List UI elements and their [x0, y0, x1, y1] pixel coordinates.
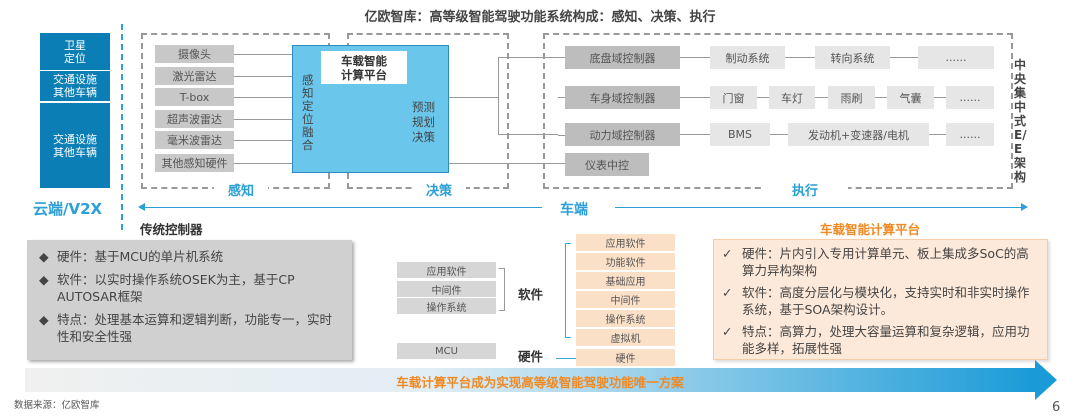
domain-controller: 底盘域控制器 — [565, 46, 680, 69]
platform-title: 车载智能 计算平台 — [321, 51, 407, 84]
page-title: 亿欧智库：高等级智能驾驶功能系统构成：感知、决策、执行 — [364, 10, 716, 25]
connector — [234, 97, 292, 98]
divider — [121, 24, 123, 230]
execution-item: 制动系统 — [710, 46, 785, 69]
diamond-icon: ◆ — [39, 272, 49, 287]
connector — [680, 57, 710, 58]
sensor-box: 毫米波雷达 — [155, 131, 234, 149]
check-icon: ✓ — [722, 246, 733, 261]
v2x-satellite: 卫星 定位 — [40, 33, 110, 70]
right-stack-layer: 虚拟机 — [576, 329, 675, 346]
right-stack-layer: 应用软件 — [576, 234, 675, 251]
execution-item: ...... — [946, 123, 994, 146]
connector — [785, 57, 815, 58]
right-arrow — [615, 207, 1023, 208]
execution-item: 气囊 — [887, 86, 934, 109]
left-arrow — [142, 207, 542, 208]
right-stack-layer: 操作系统 — [576, 310, 675, 327]
connector — [234, 54, 292, 55]
execution-item: BMS — [710, 123, 770, 146]
execution-item: ...... — [946, 86, 994, 109]
connector — [558, 57, 565, 58]
smart-point: ✓ 软件：高度分层化与模块化，支持实时和非实时操作系统，基于SOA架构设计。 — [722, 284, 1037, 318]
execution-item: 转向系统 — [815, 46, 890, 69]
right-stack-layer: 功能软件 — [576, 253, 675, 270]
connector — [890, 57, 918, 58]
point-text: 特点：高算力，处理大容量运算和复杂逻辑，应用功能多样，拓展性强 — [742, 324, 1030, 356]
right-stack-layer: 中间件 — [576, 291, 675, 308]
v2x-traffic-2: 交通设施 其他车辆 — [40, 103, 110, 188]
point-text: 软件：高度分层化与模块化，支持实时和非实时操作系统，基于SOA架构设计。 — [742, 285, 1030, 317]
point-text: 硬件：基于MCU的单片机系统 — [57, 249, 224, 264]
v2x-traffic-1: 交通设施 其他车辆 — [40, 71, 110, 101]
diamond-icon: ◆ — [39, 249, 49, 264]
point-text: 软件：以实时操作系统OSEK为主，基于CP AUTOSAR框架 — [57, 272, 295, 304]
banner-arrowhead — [1035, 360, 1057, 400]
smart-title: 车载智能计算平台 — [820, 222, 921, 237]
point-text: 特点：处理基本运算和逻辑判断，功能专一，实时性和安全性强 — [57, 312, 333, 344]
execution-label: 执行 — [762, 180, 849, 199]
check-icon: ✓ — [722, 285, 733, 300]
connector — [234, 119, 292, 120]
software-label: 软件 — [518, 287, 544, 302]
connector — [815, 97, 828, 98]
banner-arrow — [25, 368, 1035, 392]
sensor-box: 激光雷达 — [155, 67, 234, 85]
connector — [757, 97, 769, 98]
traditional-box: ◆ 硬件：基于MCU的单片机系统 ◆ 软件：以实时操作系统OSEK为主，基于CP AU… — [27, 240, 352, 360]
traditional-point: ◆ 特点：处理基本运算和逻辑判断，功能专一，实时性和安全性强 — [39, 311, 342, 345]
check-icon: ✓ — [722, 324, 733, 339]
right-hardware: 硬件 — [576, 349, 675, 366]
architecture-label: 中央集中式E/E架构 — [1014, 58, 1027, 184]
hardware-label: 硬件 — [518, 349, 544, 364]
connector — [234, 163, 292, 164]
decision-text: 预测 规划 决策 — [412, 100, 435, 144]
connector — [680, 134, 710, 135]
connector — [929, 134, 946, 135]
traditional-point: ◆ 软件：以实时操作系统OSEK为主，基于CP AUTOSAR框架 — [39, 271, 342, 305]
left-hardware: MCU — [397, 343, 496, 359]
right-stack-layer: 基础应用 — [576, 272, 675, 289]
domain-controller: 车身域控制器 — [565, 86, 680, 109]
sensor-box: 其他感知硬件 — [155, 154, 234, 172]
execution-item: ...... — [918, 46, 994, 69]
smart-box: ✓ 硬件：片内引入专用计算单元、板上集成多SoC的高算力异构架构 ✓ 软件：高度分层化… — [713, 239, 1048, 360]
traditional-title: 传统控制器 — [140, 222, 203, 237]
perception-label: 感知 — [214, 180, 269, 199]
fusion-text: 感知定位融合 — [302, 73, 314, 152]
execution-item: 雨刷 — [828, 86, 875, 109]
decision-label: 决策 — [412, 180, 467, 199]
smart-point: ✓ 特点：高算力，处理大容量运算和复杂逻辑，应用功能多样，拓展性强 — [722, 323, 1037, 357]
connector — [558, 135, 565, 136]
page-number: 6 — [1052, 400, 1061, 415]
execution-item: 门窗 — [710, 86, 757, 109]
connector — [680, 97, 710, 98]
right-arrowhead — [1021, 203, 1028, 211]
connector — [770, 134, 788, 135]
sensor-box: 超声波雷达 — [155, 110, 234, 128]
v2x-label: 云端/V2X — [33, 200, 103, 218]
sensor-box: T-box — [155, 88, 234, 106]
point-text: 硬件：片内引入专用计算单元、板上集成多SoC的高算力异构架构 — [742, 246, 1029, 278]
domain-controller: 仪表中控 — [565, 153, 649, 176]
domain-controller: 动力域控制器 — [565, 123, 680, 146]
traditional-point: ◆ 硬件：基于MCU的单片机系统 — [39, 248, 342, 265]
left-stack-layer: 应用软件 — [397, 262, 496, 278]
sensor-box: 摄像头 — [155, 45, 234, 63]
connector — [558, 97, 565, 98]
connector — [934, 97, 946, 98]
connector — [234, 140, 292, 141]
connector — [875, 97, 887, 98]
smart-point: ✓ 硬件：片内引入专用计算单元、板上集成多SoC的高算力异构架构 — [722, 245, 1037, 279]
source: 数据来源：亿欧智库 — [14, 400, 100, 411]
execution-item: 车灯 — [769, 86, 815, 109]
connector — [234, 76, 292, 77]
left-arrowhead — [138, 203, 145, 211]
diamond-icon: ◆ — [39, 312, 49, 327]
banner-text: 车载计算平台成为实现高等级智能驾驶功能唯一方案 — [396, 375, 684, 390]
execution-item: 发动机+变速器/电机 — [788, 123, 929, 146]
vehicle-label: 车端 — [560, 202, 588, 218]
left-stack-layer: 中间件 — [397, 281, 496, 297]
left-stack-layer: 操作系统 — [397, 298, 496, 314]
